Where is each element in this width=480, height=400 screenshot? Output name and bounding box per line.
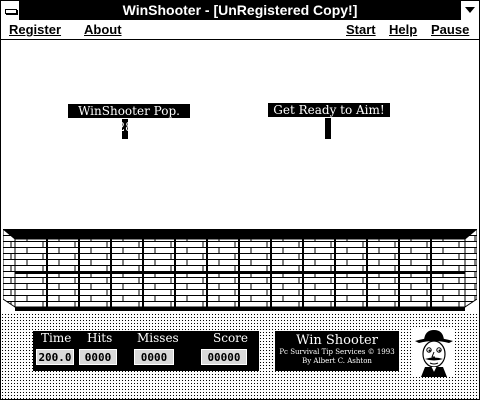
status-panel <box>1 313 479 399</box>
credits-line1: Pc Survival Tip Services © 1993 <box>279 348 395 356</box>
hits-value: 0000 <box>79 349 117 365</box>
menu-start-label: Start <box>346 22 376 37</box>
title-bar[interactable]: WinShooter - [UnRegistered Copy!] <box>1 1 479 21</box>
credits-line2: By Albert C. Ashton <box>302 357 372 365</box>
window-title: WinShooter - [UnRegistered Copy!] <box>122 2 358 18</box>
time-value: 200.0 <box>36 349 74 365</box>
menu-help-label: Help <box>389 22 418 37</box>
brick-wall <box>3 229 477 311</box>
menu-start[interactable]: Start <box>346 20 376 39</box>
cowboy-face-icon <box>413 327 455 377</box>
menu-bar: Register About Start Help Pause <box>1 20 479 40</box>
right-sign-post <box>325 111 331 139</box>
maximize-icon[interactable] <box>460 1 479 20</box>
time-label: Time <box>41 331 72 345</box>
misses-value: 0000 <box>134 349 174 365</box>
hits-label: Hits <box>87 331 113 345</box>
misses-label: Misses <box>137 331 179 345</box>
menu-about[interactable]: About <box>84 20 122 39</box>
town-sign: WinShooter Pop. 285 <box>67 103 191 134</box>
credits-title: Win Shooter <box>296 333 378 348</box>
menu-about-label: About <box>84 22 122 37</box>
menu-register-label: Register <box>9 22 62 37</box>
left-sign-post <box>122 111 128 139</box>
credits-box: Win Shooter Pc Survival Tip Services © 1… <box>275 331 399 371</box>
menu-pause-label: Pause <box>431 22 470 37</box>
status-sign: Get Ready to Aim! <box>267 102 391 118</box>
menu-pause[interactable]: Pause <box>431 20 469 39</box>
score-value: 00000 <box>201 349 247 365</box>
menu-register[interactable]: Register <box>9 20 61 39</box>
menu-help[interactable]: Help <box>389 20 417 39</box>
score-label: Score <box>213 331 249 345</box>
score-box: Time Hits Misses Score 200.0 0000 0000 0… <box>33 331 259 371</box>
system-menu-icon[interactable] <box>1 1 20 20</box>
